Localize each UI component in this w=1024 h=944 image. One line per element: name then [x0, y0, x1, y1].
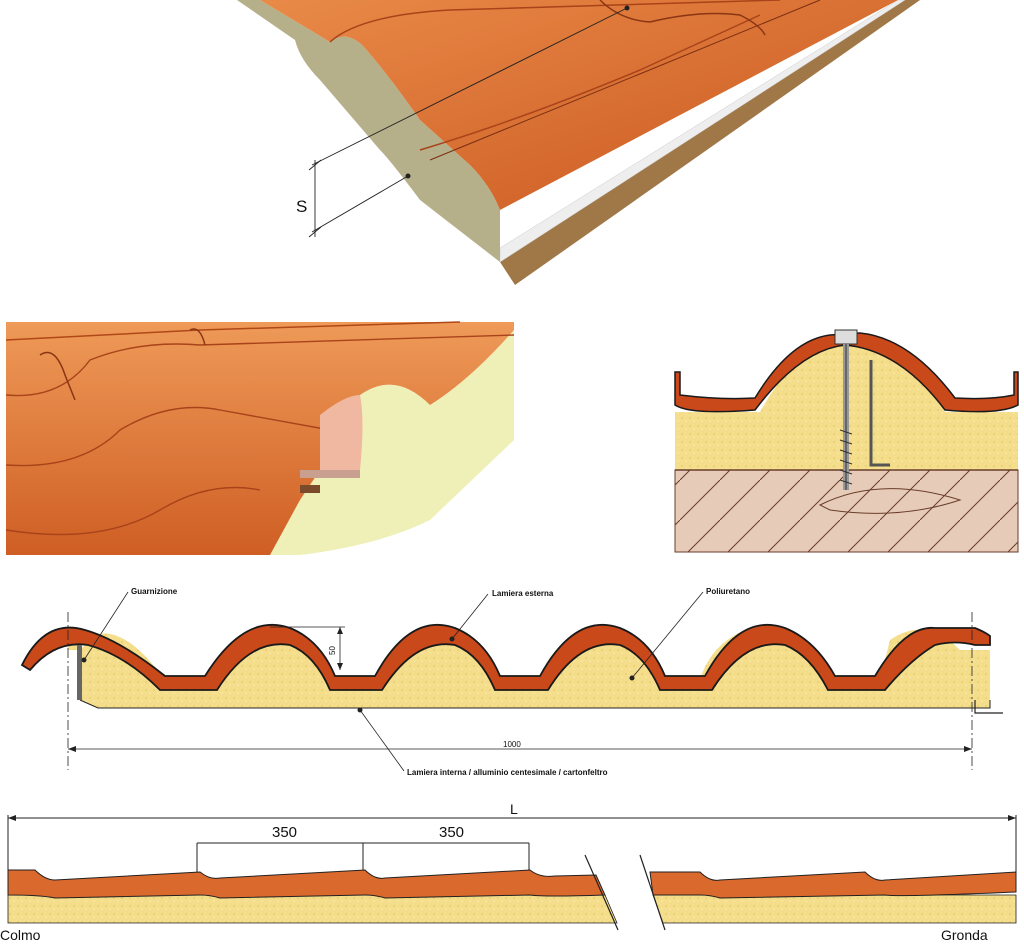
height-dimension: 50 — [328, 646, 337, 655]
width-dimension: 1000 — [503, 740, 521, 749]
spacing-label-1: 350 — [272, 824, 297, 841]
long-foam-left — [7, 894, 618, 924]
spacing-label-2: 350 — [439, 824, 464, 841]
wood-base-layer — [500, 0, 920, 285]
gasket-label: Guarnizione — [131, 587, 178, 596]
long-tile-left — [7, 869, 606, 899]
outer-sheet-label: Lamiera esterna — [492, 589, 554, 598]
panel-3d-top: S — [237, 0, 920, 285]
tile-top-surface — [260, 0, 898, 210]
inner-sheet-label: Lamiera interna / alluminio centesimale … — [407, 768, 608, 777]
cross-section: 50 1000 Guarnizione Lamiera esterna Poli… — [20, 587, 1003, 777]
tile-surface-detail — [6, 322, 514, 555]
insulation-label: Poliuretano — [706, 587, 750, 596]
foam-end — [270, 330, 514, 555]
long-foam-right — [652, 894, 1017, 924]
eaves-end-label: Gronda — [941, 927, 988, 943]
fixing-section — [674, 329, 1019, 553]
fixing-tile-sheet — [674, 332, 1019, 413]
foam-side-profile — [237, 0, 500, 262]
thickness-label: S — [296, 197, 307, 216]
longitudinal-section: L 350 350 Colmo Gronda — [0, 801, 1017, 943]
length-label: L — [510, 801, 518, 817]
long-tile-right — [649, 871, 1017, 899]
thickness-dimension: S — [296, 7, 628, 238]
gasket — [77, 645, 82, 700]
outer-corrugated-sheet — [20, 623, 991, 691]
ridge-end-label: Colmo — [0, 927, 41, 943]
tile-cut-face — [320, 395, 363, 470]
panel-3d-detail — [5, 321, 515, 555]
